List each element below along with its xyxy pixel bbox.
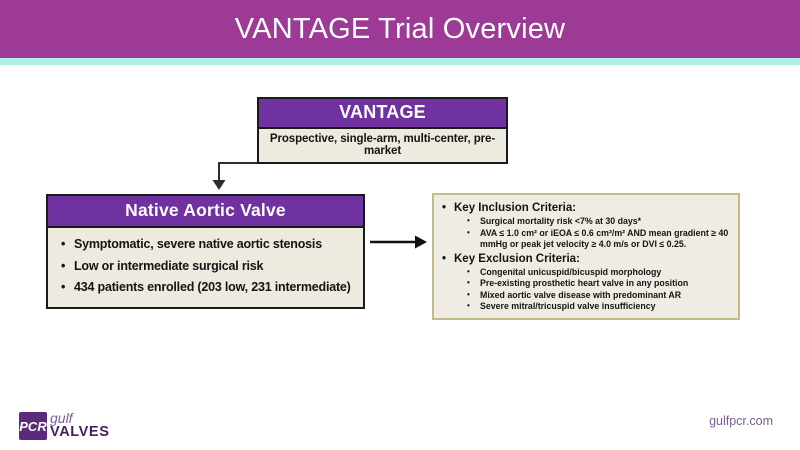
inclusion-criteria-heading: Key Inclusion Criteria: [438, 201, 732, 216]
native-box-bullet: Symptomatic, severe native aortic stenos… [56, 237, 357, 253]
exclusion-criteria-item: Mixed aortic valve disease with predomin… [438, 290, 732, 301]
criteria-box: Key Inclusion Criteria: Surgical mortali… [432, 193, 740, 320]
slide-title-bar: VANTAGE Trial Overview [0, 0, 800, 58]
criteria-list: Key Inclusion Criteria: Surgical mortali… [438, 201, 732, 313]
exclusion-criteria-item: Severe mitral/tricuspid valve insufficie… [438, 301, 732, 312]
connector-native-to-criteria-arrowhead [415, 235, 427, 249]
logo-valves-text: VALVES [50, 424, 110, 440]
exclusion-criteria-item: Congenital unicuspid/bicuspid morphology [438, 267, 732, 278]
native-box-bullet-list: Symptomatic, severe native aortic stenos… [56, 237, 357, 296]
logo-text: gulf VALVES [50, 410, 110, 440]
pcr-gulf-valves-logo: PCR gulf VALVES [19, 410, 110, 440]
vantage-box: VANTAGE Prospective, single-arm, multi-c… [257, 97, 508, 164]
pcr-logo-badge: PCR [19, 412, 47, 440]
vantage-box-title: VANTAGE [259, 99, 506, 129]
slide-title: VANTAGE Trial Overview [234, 12, 566, 45]
logo-gulf-text: gulf [50, 410, 73, 426]
native-box-title: Native Aortic Valve [48, 196, 363, 228]
accent-strip [0, 58, 800, 65]
native-aortic-valve-box: Native Aortic Valve Symptomatic, severe … [46, 194, 365, 309]
connector-vantage-to-native-arrowhead [212, 180, 226, 190]
exclusion-criteria-item: Pre-existing prosthetic heart valve in a… [438, 278, 732, 289]
vantage-box-subtitle: Prospective, single-arm, multi-center, p… [269, 133, 496, 157]
website-url: gulfpcr.com [709, 414, 773, 428]
native-box-bullet: 434 patients enrolled (203 low, 231 inte… [56, 280, 357, 296]
inclusion-criteria-item: Surgical mortality risk <7% at 30 days* [438, 216, 732, 227]
native-box-body: Symptomatic, severe native aortic stenos… [48, 228, 363, 307]
exclusion-criteria-heading: Key Exclusion Criteria: [438, 252, 732, 267]
native-box-bullet: Low or intermediate surgical risk [56, 259, 357, 275]
inclusion-criteria-item: AVA ≤ 1.0 cm² or iEOA ≤ 0.6 cm²/m² AND m… [438, 228, 732, 251]
